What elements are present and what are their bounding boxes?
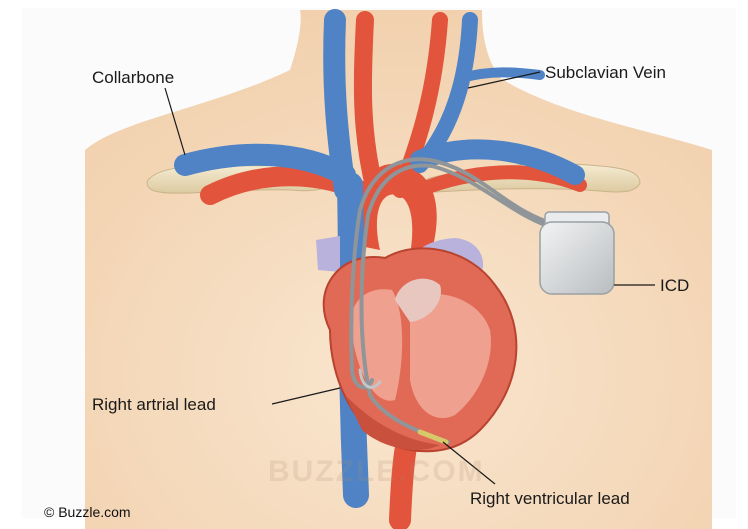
label-right-atrial-lead: Right artrial lead bbox=[92, 396, 216, 413]
label-icd: ICD bbox=[660, 277, 689, 294]
copyright-credit: © Buzzle.com bbox=[44, 505, 131, 519]
label-subclavian-vein: Subclavian Vein bbox=[545, 64, 666, 81]
icd-device bbox=[540, 212, 614, 294]
label-right-ventricular-lead: Right ventricular lead bbox=[470, 490, 630, 507]
watermark: BUZZLE.COM bbox=[268, 455, 485, 489]
label-collarbone: Collarbone bbox=[92, 69, 174, 86]
